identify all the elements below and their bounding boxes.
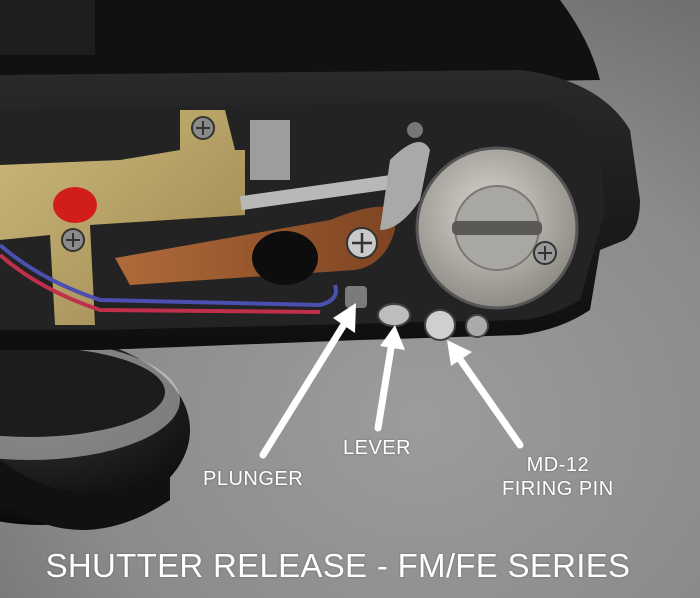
lens-ring-inner: [0, 347, 165, 437]
plunger-label: PLUNGER: [203, 468, 304, 490]
black-rubber-pad: [252, 231, 318, 285]
arrow-lever: [374, 338, 396, 432]
firing-pin-label: MD-12 FIRING PIN: [502, 453, 614, 501]
arrow-firing-pin: [453, 351, 524, 449]
firing-pin-label-line1: MD-12: [526, 454, 590, 476]
cap-slot: [452, 221, 542, 235]
arrow-plunger-head: [333, 303, 356, 333]
plunger-part: [345, 286, 367, 308]
wire-red: [0, 253, 321, 314]
upper-screw: [405, 120, 425, 140]
lens-knurl: [0, 460, 170, 530]
copper-lever: [115, 206, 395, 285]
brass-plate: [0, 110, 245, 325]
camera-top-panel: [0, 0, 95, 55]
pointer-arrows: [259, 303, 524, 459]
spring-rod: [239, 172, 411, 211]
arrow-lever-head: [380, 325, 405, 350]
arrow-firing-pin-head: [447, 340, 472, 366]
firing-pin-part: [424, 309, 456, 341]
lever-label: LEVER: [343, 437, 412, 459]
release-arm: [380, 142, 430, 230]
red-sealant: [53, 187, 97, 223]
lever-part: [377, 303, 411, 327]
firing-pin-screw: [465, 314, 489, 338]
arrow-plunger: [259, 314, 352, 459]
camera-top-cover: [0, 0, 600, 90]
photo-caption: SHUTTER RELEASE - FM/FE SERIES: [45, 547, 631, 584]
silver-bracket: [250, 120, 290, 180]
firing-pin-label-line2: FIRING PIN: [502, 478, 614, 500]
wire-blue: [0, 243, 338, 308]
